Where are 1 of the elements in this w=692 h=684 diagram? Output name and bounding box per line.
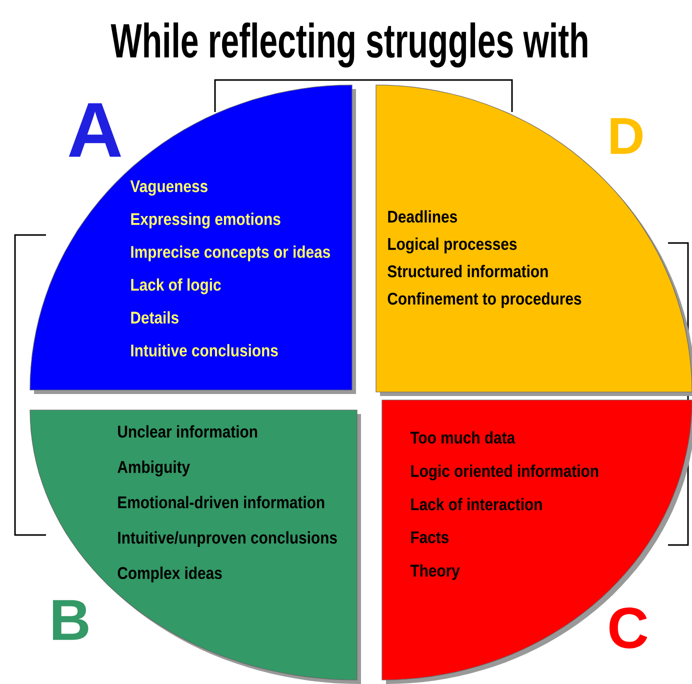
title: While reflecting struggles with: [110, 22, 588, 68]
